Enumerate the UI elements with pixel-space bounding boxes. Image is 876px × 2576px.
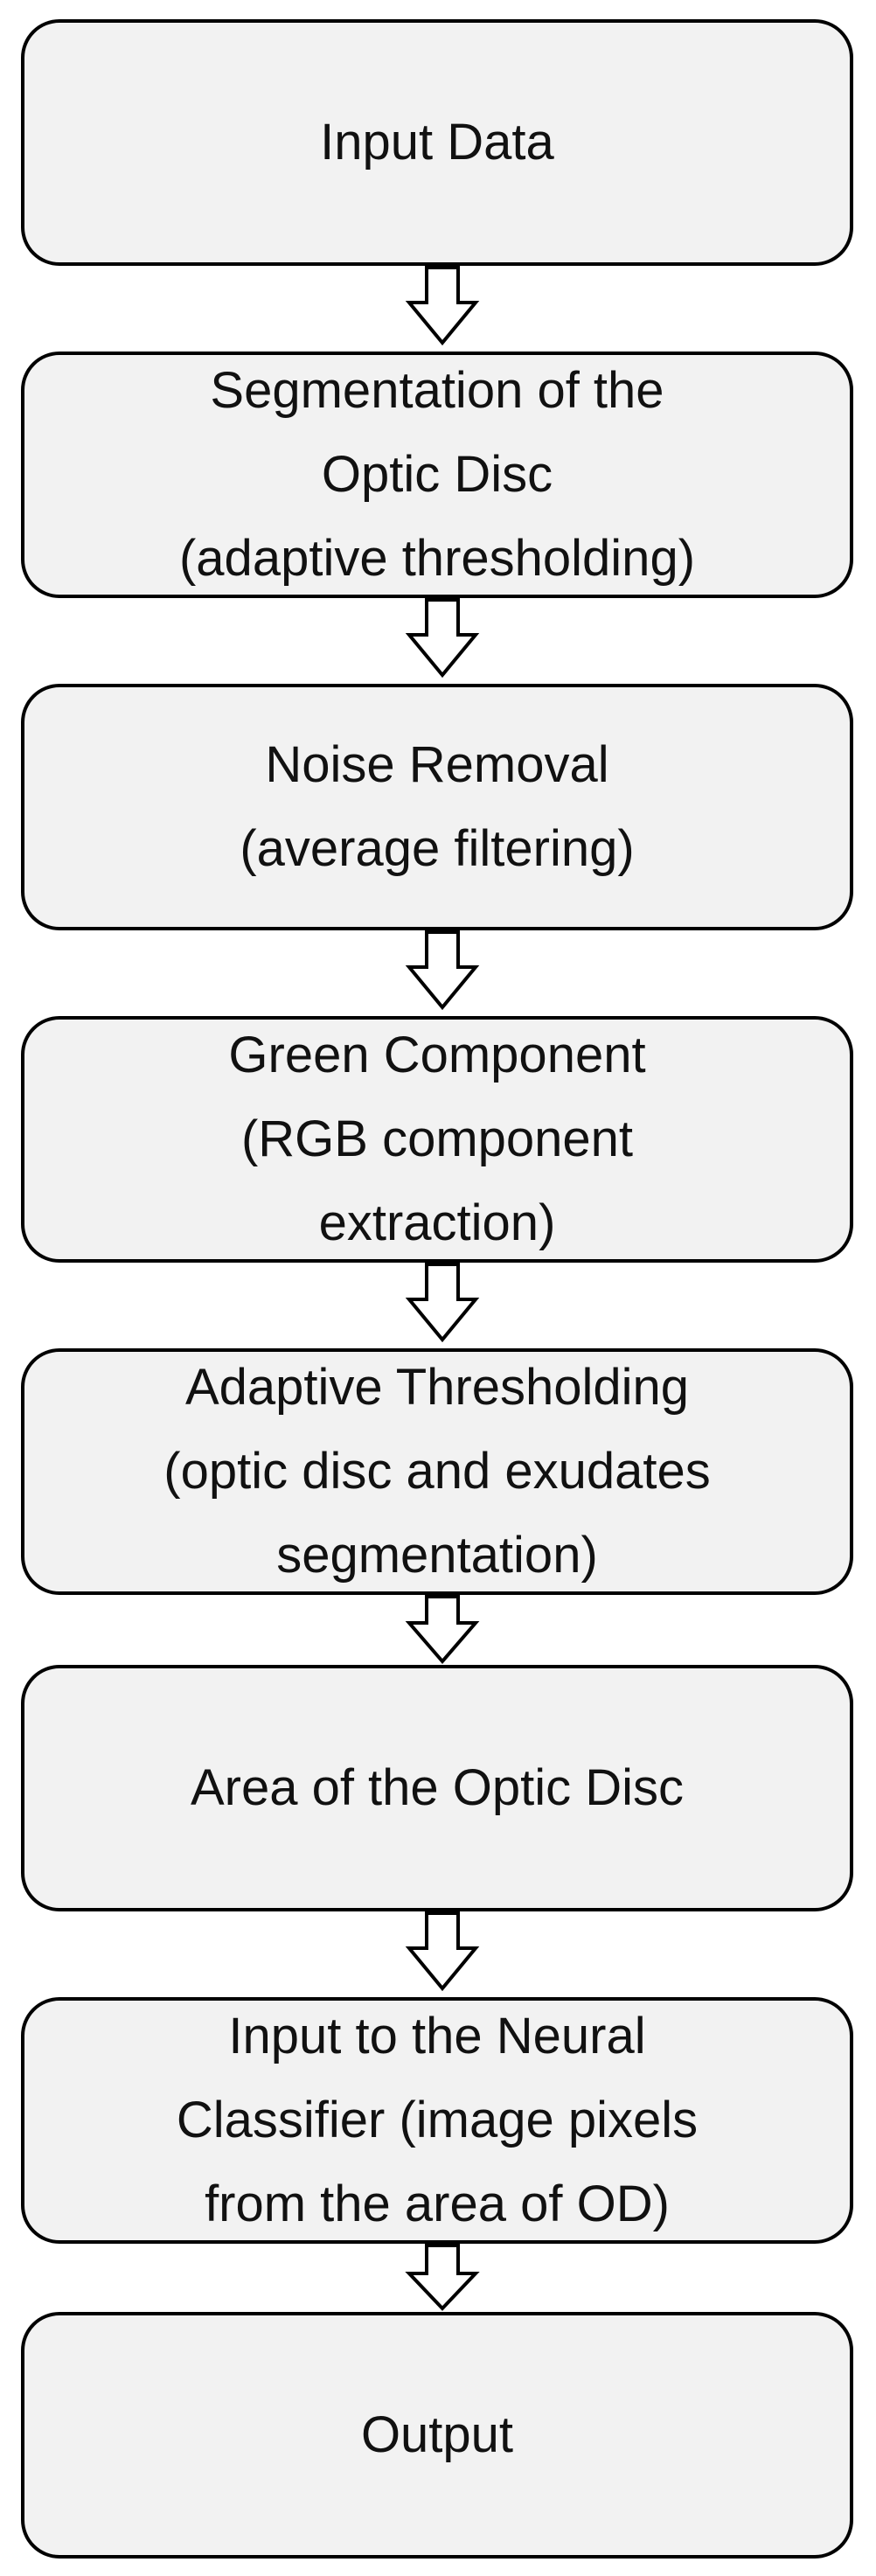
step-label-line: (average filtering) (240, 820, 635, 877)
step-box-input-data: Input Data (21, 19, 853, 266)
step-label-line: Input Data (320, 114, 554, 171)
step-label-line: Input to the Neural (228, 2008, 646, 2064)
step-box-segmentation-optic-disc: Segmentation of the Optic Disc (adaptive… (21, 352, 853, 598)
step-label-line: Output (360, 2406, 514, 2463)
step-box-neural-classifier-input: Input to the Neural Classifier (image pi… (21, 1997, 853, 2244)
down-arrow-icon (405, 1263, 480, 1343)
down-arrow-icon (405, 266, 480, 346)
down-arrow-icon (405, 930, 480, 1011)
step-label-line: Optic Disc (321, 446, 553, 503)
step-label-line: Classifier (image pixels (176, 2092, 699, 2148)
step-label-line: Area of the Optic Disc (190, 1759, 685, 1816)
step-label-line: extraction) (318, 1194, 556, 1251)
step-label-line: (adaptive thresholding) (178, 530, 696, 587)
step-box-noise-removal: Noise Removal (average filtering) (21, 684, 853, 930)
step-label-line: segmentation) (276, 1527, 598, 1584)
step-box-adaptive-thresholding: Adaptive Thresholding (optic disc and ex… (21, 1348, 853, 1595)
step-label-line: Segmentation of the (210, 362, 664, 419)
down-arrow-icon (405, 598, 480, 679)
down-arrow-icon (405, 2244, 480, 2311)
step-label-line: Adaptive Thresholding (184, 1359, 690, 1416)
down-arrow-icon (405, 1595, 480, 1665)
step-label-line: (RGB component (240, 1110, 634, 1167)
step-box-output: Output (21, 2312, 853, 2559)
step-label-line: from the area of OD) (205, 2176, 670, 2232)
step-label-line: (optic disc and exudates (163, 1443, 711, 1500)
step-box-green-component: Green Component (RGB component extractio… (21, 1016, 853, 1263)
step-box-area-optic-disc: Area of the Optic Disc (21, 1665, 853, 1911)
down-arrow-icon (405, 1911, 480, 1992)
step-label-line: Noise Removal (265, 736, 609, 793)
step-label-line: Green Component (228, 1027, 646, 1083)
